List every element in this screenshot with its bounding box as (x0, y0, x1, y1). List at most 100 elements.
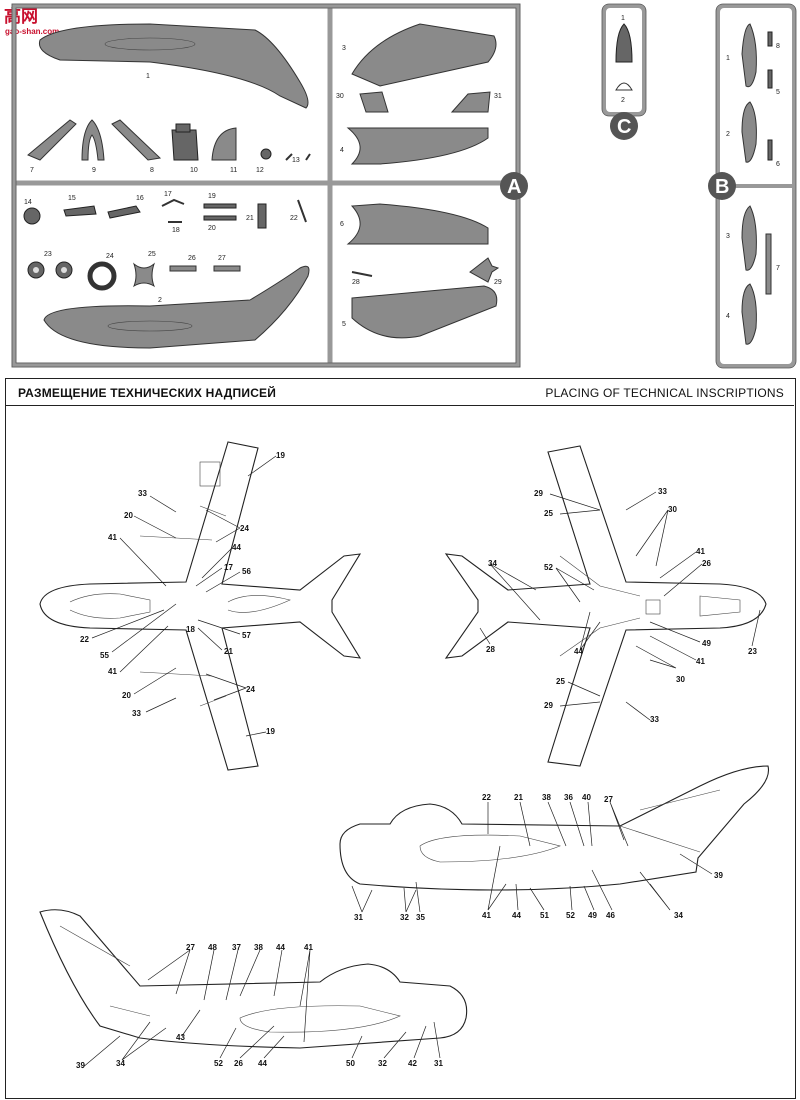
sr-36: 36 (564, 793, 573, 802)
part-a1-label: 1 (146, 73, 150, 80)
part-a7 (27, 119, 77, 161)
part-a24-label: 24 (106, 253, 114, 260)
sl-34: 34 (116, 1059, 125, 1068)
part-a31-label: 31 (494, 93, 502, 100)
sr-44: 44 (512, 911, 521, 920)
part-a11-label: 11 (230, 167, 237, 174)
part-a13-label: 13 (292, 157, 300, 164)
part-a26-label: 26 (188, 255, 196, 262)
part-a7-label: 7 (30, 167, 34, 174)
part-a2-label: 2 (158, 297, 162, 304)
sprue-c-label: C (617, 116, 631, 138)
part-b1-label: 1 (726, 55, 730, 62)
tv-19b: 19 (266, 727, 275, 736)
bv-44: 44 (574, 647, 583, 656)
part-b4-label: 4 (726, 313, 730, 320)
part-a17-label: 17 (164, 191, 172, 198)
sr-32: 32 (400, 913, 409, 922)
part-b4 (741, 283, 757, 345)
part-a9-label: 9 (92, 167, 96, 174)
part-a17 (161, 198, 185, 207)
sl-38: 38 (254, 943, 263, 952)
top-view-plane (39, 441, 362, 771)
watermark-url: gao-shan.com (5, 27, 59, 36)
sl-31: 31 (434, 1059, 443, 1068)
placing-title-ru: РАЗМЕЩЕНИЕ ТЕХНИЧЕСКИХ НАДПИСЕЙ (18, 386, 277, 400)
tv-24a: 24 (240, 524, 249, 533)
part-b2-label: 2 (726, 131, 730, 138)
sl-52: 52 (214, 1059, 223, 1068)
bv-52: 52 (544, 563, 553, 572)
placing-panel-divider (5, 405, 794, 406)
part-a22-label: 22 (290, 215, 298, 222)
tv-22: 22 (80, 635, 89, 644)
part-b7 (765, 233, 772, 295)
placing-panel (5, 378, 796, 1099)
sl-27: 27 (186, 943, 195, 952)
sr-27: 27 (604, 795, 613, 804)
part-a28-label: 28 (352, 279, 360, 286)
part-a5-wing (351, 285, 498, 339)
part-a26 (169, 265, 197, 272)
part-a10-label: 10 (190, 167, 198, 174)
sprue-a-label: A (507, 176, 521, 198)
part-a23-label: 23 (44, 251, 52, 258)
sl-26: 26 (234, 1059, 243, 1068)
tv-19a: 19 (276, 451, 285, 460)
part-a29-label: 29 (494, 279, 502, 286)
bv-29b: 29 (544, 701, 553, 710)
part-a1-fuselage-half (38, 23, 309, 109)
part-b5-label: 5 (776, 89, 780, 96)
sprue-a-badge (500, 172, 528, 200)
part-a24 (87, 261, 117, 291)
sl-39: 39 (76, 1061, 85, 1070)
part-b5 (767, 69, 773, 89)
part-c1-label: 1 (621, 15, 625, 22)
part-a20 (203, 215, 237, 221)
part-b2 (741, 101, 757, 163)
sr-51: 51 (540, 911, 549, 920)
sl-50: 50 (346, 1059, 355, 1068)
part-c1-canopy (615, 23, 633, 63)
part-a5-label: 5 (342, 321, 346, 328)
part-a31 (450, 91, 491, 113)
sr-46: 46 (606, 911, 615, 920)
part-a6-wing (346, 203, 489, 245)
tv-17: 17 (224, 563, 233, 572)
part-a14 (23, 207, 41, 225)
bv-30a: 30 (668, 505, 677, 514)
sprue-c-badge (610, 112, 638, 140)
bv-30b: 30 (676, 675, 685, 684)
part-a14-label: 14 (24, 199, 32, 206)
bv-49: 49 (702, 639, 711, 648)
tv-33a: 33 (138, 489, 147, 498)
placing-title-en: PLACING OF TECHNICAL INSCRIPTIONS (545, 386, 784, 400)
sr-41: 41 (482, 911, 491, 920)
sl-48: 48 (208, 943, 217, 952)
sl-44a: 44 (276, 943, 285, 952)
sr-40: 40 (582, 793, 591, 802)
bv-41a: 41 (696, 547, 705, 556)
part-a20-label: 20 (208, 225, 216, 232)
part-a3-wing (351, 23, 497, 87)
part-b1 (741, 23, 757, 88)
part-a19-label: 19 (208, 193, 216, 200)
bv-26: 26 (702, 559, 711, 568)
bv-28: 28 (486, 645, 495, 654)
part-a30-label: 30 (336, 93, 344, 100)
bv-33a: 33 (658, 487, 667, 496)
part-a4-label: 4 (340, 147, 344, 154)
sl-37: 37 (232, 943, 241, 952)
part-a27 (213, 265, 241, 272)
sr-49: 49 (588, 911, 597, 920)
sprue-b-badge (708, 172, 736, 200)
part-a9 (81, 119, 105, 161)
placing-diagrams: 19 33 20 24 41 44 17 56 22 55 57 21 41 2… (39, 441, 770, 1070)
bv-25a: 25 (544, 509, 553, 518)
part-a21 (257, 203, 267, 229)
side-view-left-plane (39, 909, 468, 1049)
part-a12-label: 12 (256, 167, 264, 174)
sprue-c-diagram: 1 2 C (601, 3, 647, 140)
sl-41: 41 (304, 943, 313, 952)
part-b6 (767, 139, 773, 161)
